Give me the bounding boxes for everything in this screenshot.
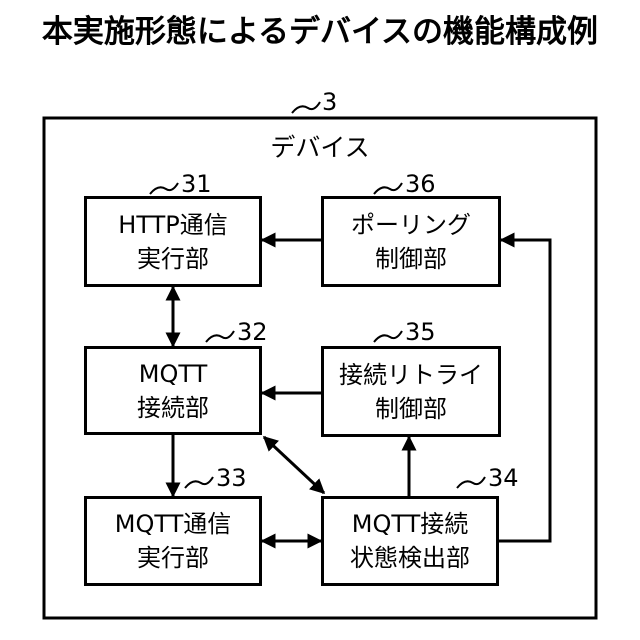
block-polling-ctrl-label: ポーリング 制御部 bbox=[351, 208, 471, 276]
ref-35: 35 bbox=[405, 318, 436, 346]
arrow-mqttconn-state-bidir bbox=[264, 437, 324, 493]
ref-leader-35 bbox=[374, 331, 402, 342]
ref-36: 36 bbox=[405, 170, 436, 198]
device-label: デバイス bbox=[0, 128, 640, 164]
ref-34: 34 bbox=[488, 464, 519, 492]
arrow-state-to-polling bbox=[499, 240, 550, 541]
ref-leader-34 bbox=[457, 477, 485, 488]
ref-leader-36 bbox=[374, 183, 402, 194]
block-retry-ctrl: 接続リトライ 制御部 bbox=[321, 346, 501, 437]
ref-leader-3 bbox=[292, 102, 320, 113]
block-http-exec: HTTP通信 実行部 bbox=[84, 196, 262, 287]
block-mqtt-exec: MQTT通信 実行部 bbox=[84, 496, 262, 586]
block-polling-ctrl: ポーリング 制御部 bbox=[321, 196, 501, 287]
block-retry-ctrl-label: 接続リトライ 制御部 bbox=[339, 358, 483, 426]
block-mqtt-conn-label: MQTT 接続部 bbox=[137, 357, 209, 425]
ref-32: 32 bbox=[237, 318, 268, 346]
figure-title: 本実施形態によるデバイスの機能構成例 bbox=[0, 6, 640, 51]
ref-leader-31 bbox=[150, 183, 178, 194]
block-http-exec-label: HTTP通信 実行部 bbox=[118, 208, 227, 276]
block-mqtt-exec-label: MQTT通信 実行部 bbox=[115, 507, 232, 575]
ref-31: 31 bbox=[181, 170, 212, 198]
block-mqtt-conn: MQTT 接続部 bbox=[84, 346, 262, 435]
ref-33: 33 bbox=[216, 464, 247, 492]
ref-leader-32 bbox=[206, 331, 234, 342]
block-mqtt-state: MQTT接続 状態検出部 bbox=[321, 496, 499, 586]
ref-leader-33 bbox=[185, 477, 213, 488]
block-mqtt-state-label: MQTT接続 状態検出部 bbox=[350, 507, 470, 575]
ref-3: 3 bbox=[322, 88, 337, 116]
